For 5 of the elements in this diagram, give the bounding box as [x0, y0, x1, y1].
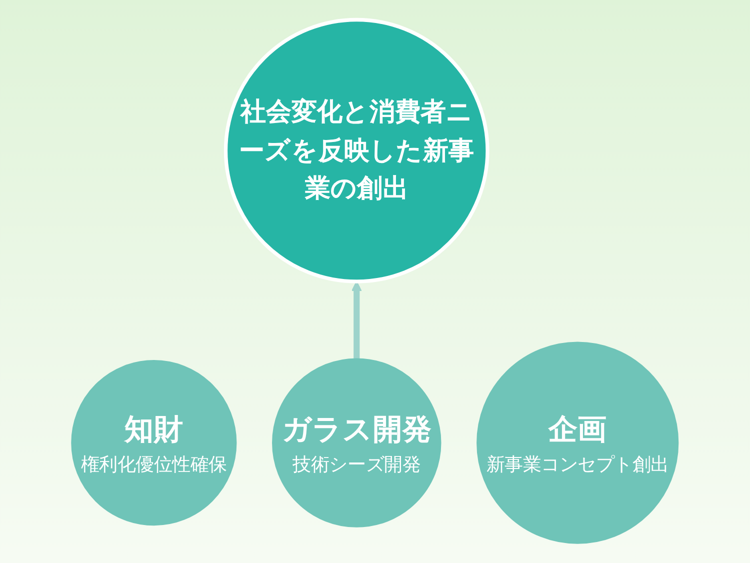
arrow — [351, 281, 362, 359]
node-circle: 社会変化と消費者ニーズを反映した新事業の創出 — [224, 18, 490, 284]
node-circle: 企画 新事業コンセプト創出 — [476, 342, 679, 544]
node-circle: ガラス開発 技術シーズ開発 — [272, 358, 442, 528]
node-circle: 知財 権利化優位性確保 — [71, 360, 237, 526]
